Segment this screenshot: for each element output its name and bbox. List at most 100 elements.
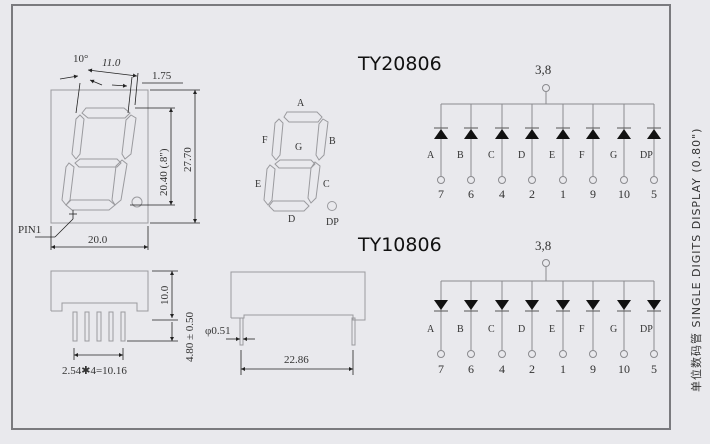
pin-number: 2: [529, 362, 535, 376]
bottom-view: [230, 271, 366, 346]
pin-terminal: [467, 176, 475, 184]
model-title-ty20806: TY20806: [358, 53, 442, 75]
pin-4: [108, 311, 114, 342]
pin-length-label: 4.80 ± 0.50: [184, 311, 196, 362]
pin-5: [120, 311, 126, 342]
seg-label-c: C: [323, 179, 330, 190]
segment-label: D: [518, 150, 525, 161]
segment-label: A: [427, 324, 435, 335]
diode-icon: [586, 300, 600, 310]
side-view: [50, 270, 149, 342]
pin-number: 4: [499, 187, 505, 201]
digit-height-label: 20.40 (.8"): [158, 148, 170, 196]
diode-icon: [586, 129, 600, 139]
pin-diameter-label: φ0.51: [205, 325, 231, 337]
diode-icon: [495, 129, 509, 139]
segment-label: F: [579, 324, 585, 335]
segment-label: DP: [640, 150, 653, 161]
segment-label: B: [457, 150, 464, 161]
seg-label-a: A: [297, 98, 305, 109]
front-view: [50, 89, 149, 224]
segment-label: A: [427, 150, 435, 161]
segment-map: [263, 111, 337, 212]
side-dimensions: [73, 270, 178, 360]
segment-label: G: [610, 150, 617, 161]
pin-number: 10: [618, 187, 630, 201]
diode-icon: [464, 300, 478, 310]
model-title-ty10806: TY10806: [358, 234, 442, 256]
pin-number: 5: [651, 187, 657, 201]
angle-label: 10°: [73, 53, 88, 65]
seg-label-e: E: [255, 179, 261, 190]
pin-number: 9: [590, 187, 596, 201]
pin-pitch-label: 2.54✱4=10.16: [62, 365, 127, 377]
segment-label: D: [518, 324, 525, 335]
seg-label-dp: DP: [326, 217, 339, 228]
body-height-label: 27.70: [182, 147, 194, 172]
row-spacing-label: 22.86: [284, 354, 309, 366]
pin-terminal: [559, 350, 567, 358]
diode-icon: [647, 300, 661, 310]
bottom-pin-right: [351, 317, 356, 346]
pin-terminal: [559, 176, 567, 184]
side-title: 单位数码管 SINGLE DIGITS DISPLAY (0.80"): [690, 127, 703, 392]
body-width-label: 20.0: [88, 234, 108, 246]
diode-icon: [617, 300, 631, 310]
front-dimensions: [35, 68, 200, 250]
diode-icon: [525, 300, 539, 310]
segment-label: E: [549, 150, 555, 161]
segment-label: C: [488, 150, 495, 161]
segment-labels: A B C D E F G DP: [255, 98, 339, 228]
segment-width-label: 11.0: [102, 57, 121, 69]
pin-number: 6: [468, 362, 474, 376]
pin-number: 4: [499, 362, 505, 376]
pin-2: [84, 311, 90, 342]
pin-1: [72, 311, 78, 342]
pin-terminal: [437, 350, 445, 358]
segment-label: F: [579, 150, 585, 161]
body-depth-label: 10.0: [159, 285, 171, 305]
seg-label-d: D: [288, 214, 295, 225]
common-pins-label: 3,8: [535, 62, 551, 77]
pin-terminal: [589, 350, 597, 358]
front-body-outline: [50, 89, 149, 224]
common-pins-label: 3,8: [535, 238, 551, 253]
diode-icon: [464, 129, 478, 139]
pin-number: 10: [618, 362, 630, 376]
segment-label: DP: [640, 324, 653, 335]
seg-label-b: B: [329, 136, 336, 147]
pin-terminal: [620, 176, 628, 184]
common-pin-terminal: [542, 259, 550, 267]
pin-terminal: [437, 176, 445, 184]
pin-number: 5: [651, 362, 657, 376]
pin-terminal: [467, 350, 475, 358]
seg-label-f: F: [262, 135, 268, 146]
pin-terminal: [528, 176, 536, 184]
diode-icon: [617, 129, 631, 139]
diode-icon: [525, 129, 539, 139]
pin-number: 7: [438, 187, 444, 201]
seg-label-g: G: [295, 142, 302, 153]
bottom-dimensions: [226, 337, 354, 375]
front-digit: [61, 107, 137, 211]
diode-icon: [556, 300, 570, 310]
pin-terminal: [650, 176, 658, 184]
pin-number: 6: [468, 187, 474, 201]
segment-label: E: [549, 324, 555, 335]
pin-number: 2: [529, 187, 535, 201]
circuit-ty20806: 3,8A 7 B 6 C 4 D 2 E 1 F 9 G 10 DP 5: [427, 62, 661, 201]
segment-label: B: [457, 324, 464, 335]
drawing-frame: [11, 4, 671, 430]
pin1-label: PIN1: [18, 224, 41, 236]
bottom-pin-left: [239, 317, 244, 346]
pin-terminal: [498, 350, 506, 358]
pin-number: 1: [560, 362, 566, 376]
diode-icon: [434, 129, 448, 139]
diode-icon: [556, 129, 570, 139]
diode-icon: [647, 129, 661, 139]
pin-terminal: [498, 176, 506, 184]
pin-number: 1: [560, 187, 566, 201]
pin-terminal: [620, 350, 628, 358]
